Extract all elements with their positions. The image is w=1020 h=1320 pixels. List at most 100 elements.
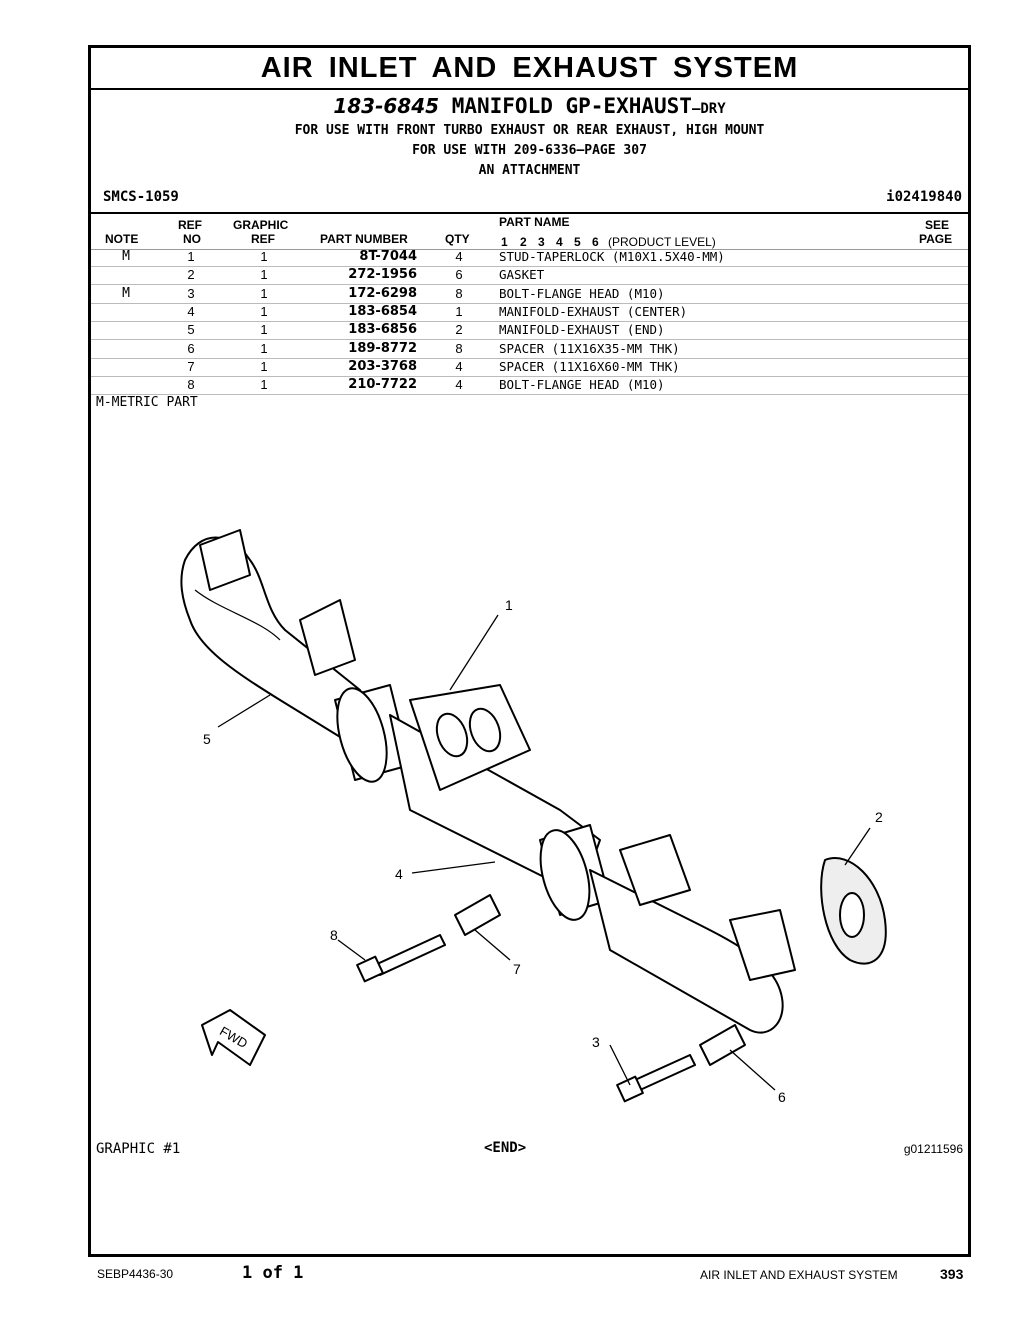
- level-1: 1: [501, 235, 508, 249]
- flange-right-2: [729, 909, 796, 981]
- col-qty: QTY: [445, 232, 470, 246]
- level-4: 4: [556, 235, 563, 249]
- cell-quantity: 4: [455, 377, 463, 393]
- level-note: (PRODUCT LEVEL): [608, 235, 716, 249]
- cell-ref-no: 8: [187, 377, 195, 393]
- exploded-view-illustration: 1 2 3 4 5 6 7 8 FWD: [180, 529, 887, 1105]
- table-row: 6 1 189-8772 8 SPACER (11X16X35-MM THK): [91, 340, 968, 359]
- col-see-bot: PAGE: [919, 232, 953, 246]
- cell-quantity: 4: [455, 249, 463, 264]
- info-id: i02419840: [886, 189, 962, 205]
- usage-line-2: FOR USE WITH 209-6336—PAGE 307: [412, 143, 647, 158]
- col-note: NOTE: [105, 232, 139, 246]
- cell-quantity: 6: [455, 267, 463, 283]
- center-flange: [409, 684, 531, 791]
- cell-part-name: GASKET: [499, 267, 545, 283]
- callout-5: 5: [203, 731, 211, 747]
- table-row: 5 1 183-6856 2 MANIFOLD-EXHAUST (END): [91, 321, 968, 341]
- cell-ref-no: 1: [187, 249, 195, 264]
- table-row: 8 1 210-7722 4 BOLT-FLANGE HEAD (M10): [91, 376, 968, 396]
- table-header: NOTE REF NO GRAPHIC REF PART NUMBER QTY …: [91, 212, 968, 250]
- bolt-8-head: [356, 955, 384, 983]
- col-see-top: SEE: [925, 218, 950, 232]
- cell-ref-no: 3: [187, 285, 195, 301]
- table-row: 4 1 183-6854 1 MANIFOLD-EXHAUST (CENTER): [91, 303, 968, 322]
- cell-quantity: 8: [455, 340, 463, 356]
- doc-number: SEBP4436-30: [97, 1267, 174, 1281]
- cell-part-number: 272-1956: [348, 267, 417, 283]
- cell-quantity: 8: [455, 285, 463, 301]
- page-of: 1 of 1: [242, 1263, 304, 1283]
- flange-right-1: [619, 834, 691, 906]
- graphic-end: <END>: [484, 1140, 527, 1156]
- callout-7: 7: [513, 961, 521, 977]
- cell-graphic-ref: 1: [260, 358, 268, 374]
- cell-part-number: 183-6854: [348, 303, 417, 319]
- table-row: M 3 1 172-6298 8 BOLT-FLANGE HEAD (M10): [91, 285, 968, 304]
- level-3: 3: [538, 235, 545, 249]
- cell-graphic-ref: 1: [260, 322, 268, 338]
- group-part-number: 183-6845: [333, 94, 440, 118]
- flange-left-2: [299, 599, 356, 676]
- fwd-arrow: [201, 1009, 266, 1066]
- cell-part-name: MANIFOLD-EXHAUST (CENTER): [499, 303, 688, 319]
- cell-ref-no: 4: [187, 303, 195, 319]
- col-part-name: PART NAME: [499, 215, 570, 229]
- col-graphic-top: GRAPHIC: [233, 218, 289, 232]
- group-suffix: —DRY: [691, 101, 726, 117]
- callout-2: 2: [875, 809, 883, 825]
- cell-quantity: 1: [455, 303, 463, 319]
- spacer-6: [699, 1024, 746, 1066]
- page-frame: AIR INLET AND EXHAUST SYSTEM 183-6845 MA…: [88, 45, 971, 1257]
- bolt-8: [374, 934, 446, 976]
- cell-part-name: SPACER (11X16X35-MM THK): [499, 340, 680, 356]
- cell-part-name: BOLT-FLANGE HEAD (M10): [499, 285, 665, 301]
- col-part-number: PART NUMBER: [320, 232, 408, 246]
- cell-quantity: 2: [455, 322, 463, 338]
- section-title: AIR INLET AND EXHAUST SYSTEM: [91, 48, 968, 90]
- cell-part-name: MANIFOLD-EXHAUST (END): [499, 322, 665, 338]
- cell-graphic-ref: 1: [260, 340, 268, 356]
- cell-ref-no: 7: [187, 358, 195, 374]
- col-ref-bot: NO: [183, 232, 201, 246]
- cell-note: M: [122, 285, 130, 301]
- graphic-id: g01211596: [903, 1142, 963, 1156]
- callout-1: 1: [505, 597, 513, 613]
- level-2: 2: [520, 235, 527, 249]
- end-manifold-right: [589, 869, 784, 1034]
- cell-part-name: BOLT-FLANGE HEAD (M10): [499, 377, 665, 393]
- callout-4: 4: [395, 866, 403, 882]
- cell-ref-no: 6: [187, 340, 195, 356]
- callout-3: 3: [592, 1034, 600, 1050]
- callout-6: 6: [778, 1089, 786, 1105]
- usage-line-1: FOR USE WITH FRONT TURBO EXHAUST OR REAR…: [294, 123, 765, 138]
- cell-part-number: 172-6298: [348, 285, 417, 301]
- cell-graphic-ref: 1: [260, 267, 268, 283]
- page-number: 393: [940, 1266, 964, 1282]
- cell-graphic-ref: 1: [260, 303, 268, 319]
- callout-8: 8: [330, 927, 338, 943]
- cell-part-number: 189-8772: [348, 340, 417, 356]
- cell-part-number: 203-3768: [348, 358, 417, 374]
- graphic-label: GRAPHIC #1: [96, 1141, 181, 1157]
- flange-left-1: [199, 529, 251, 591]
- footer-section: AIR INLET AND EXHAUST SYSTEM: [700, 1268, 898, 1282]
- usage-line-3: AN ATTACHMENT: [478, 163, 581, 178]
- cell-part-number: 8T-7044: [359, 249, 417, 264]
- cell-quantity: 4: [455, 358, 463, 374]
- metric-note: M-METRIC PART: [96, 395, 198, 410]
- cell-ref-no: 5: [187, 322, 195, 338]
- cell-part-number: 183-6856: [348, 322, 417, 338]
- smcs-code: SMCS-1059: [103, 189, 179, 205]
- cell-part-number: 210-7722: [348, 377, 417, 393]
- bolt-3-head: [616, 1075, 644, 1103]
- level-6: 6: [592, 235, 599, 249]
- cell-graphic-ref: 1: [260, 377, 268, 393]
- cell-part-name: SPACER (11X16X60-MM THK): [499, 358, 680, 374]
- cell-graphic-ref: 1: [260, 285, 268, 301]
- col-graphic-bot: REF: [251, 232, 275, 246]
- cell-note: M: [122, 249, 130, 264]
- cell-graphic-ref: 1: [260, 249, 268, 264]
